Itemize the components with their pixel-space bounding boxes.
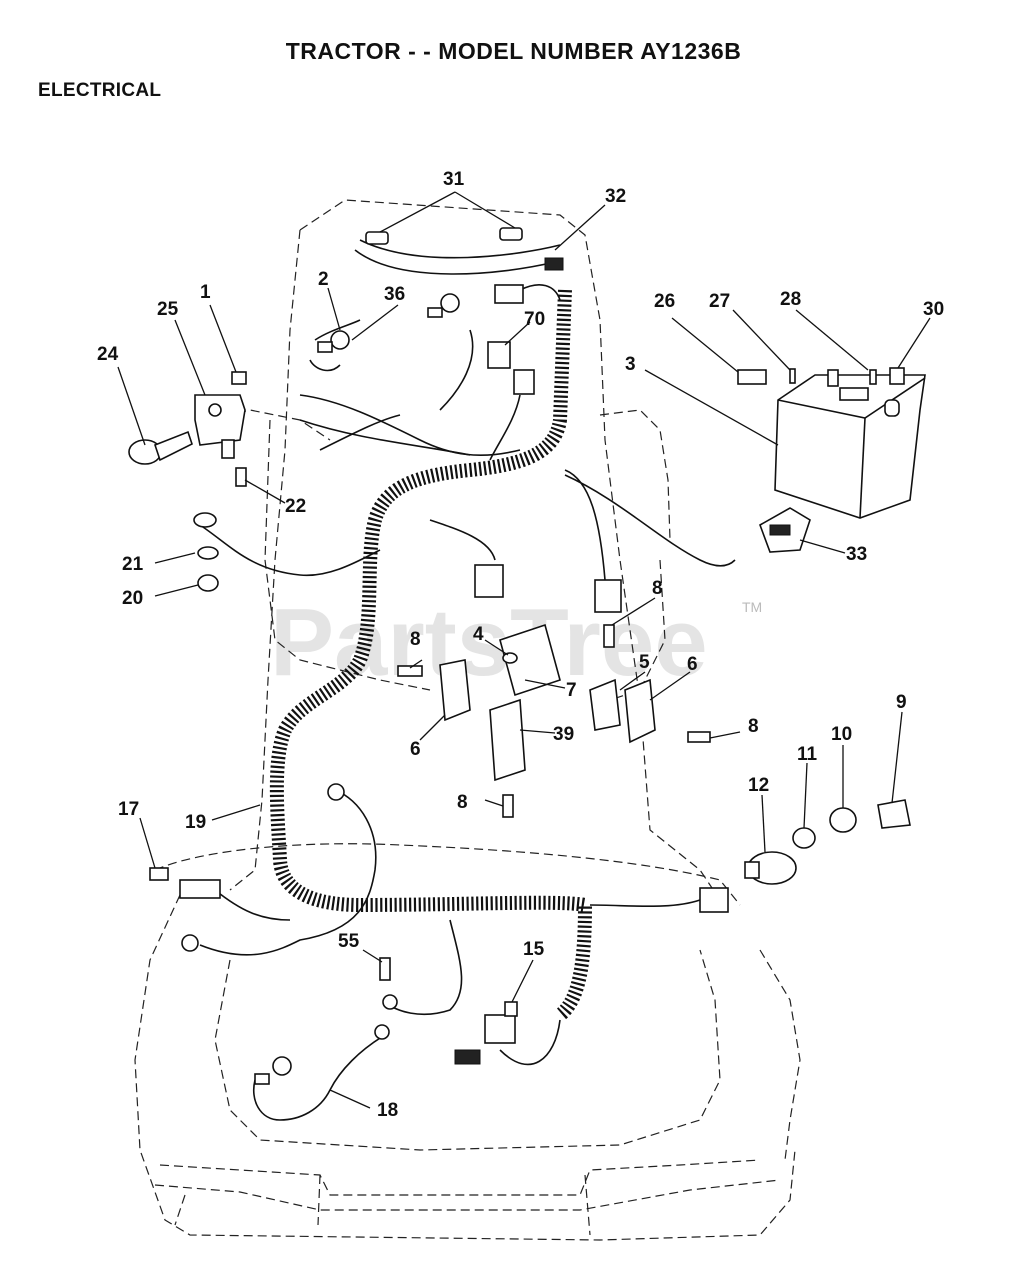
callout-10: 10 bbox=[831, 724, 852, 745]
callout-27: 27 bbox=[709, 291, 730, 312]
callout-8-c: 8 bbox=[748, 716, 759, 737]
tractor-outline bbox=[134, 199, 801, 1241]
callout-39: 39 bbox=[553, 724, 574, 745]
callout-22: 22 bbox=[285, 496, 306, 517]
callout-2: 2 bbox=[318, 269, 329, 290]
part-6-switch-right bbox=[624, 678, 656, 744]
part-17-fuse bbox=[149, 867, 169, 881]
part-15-seat-switch bbox=[454, 1001, 518, 1065]
part-18-terminal bbox=[254, 1073, 270, 1085]
part-31-connectors bbox=[365, 227, 523, 245]
part-1-nut bbox=[231, 371, 247, 385]
ground-ring-b bbox=[327, 783, 345, 801]
part-33-rocker-switch bbox=[759, 507, 811, 553]
ground-ring-c bbox=[374, 1024, 390, 1040]
callout-9: 9 bbox=[896, 692, 907, 713]
part-5-bracket bbox=[589, 678, 621, 731]
callout-36: 36 bbox=[384, 284, 405, 305]
callout-6-a: 6 bbox=[410, 739, 421, 760]
part-25-solenoid bbox=[194, 394, 246, 459]
callout-3: 3 bbox=[625, 354, 636, 375]
callout-8-a: 8 bbox=[410, 629, 421, 650]
callout-31: 31 bbox=[443, 169, 465, 190]
part-6-switch-left bbox=[439, 659, 471, 722]
part-24-terminal-boot bbox=[128, 430, 193, 465]
callout-17: 17 bbox=[118, 799, 139, 820]
callout-12: 12 bbox=[748, 775, 769, 796]
connector-mid-right bbox=[594, 579, 622, 613]
callout-8-b: 8 bbox=[652, 578, 663, 599]
callout-70: 70 bbox=[524, 309, 545, 330]
fuse-holder bbox=[179, 879, 221, 899]
part-22-screw bbox=[235, 467, 247, 487]
part-27-washer bbox=[789, 368, 796, 384]
callout-11: 11 bbox=[797, 744, 818, 765]
callout-19: 19 bbox=[185, 812, 206, 833]
callout-25: 25 bbox=[157, 299, 179, 320]
part-55-screw bbox=[379, 957, 391, 981]
part-32-plug bbox=[544, 257, 564, 271]
part-10-bezel bbox=[829, 807, 857, 833]
callout-55: 55 bbox=[338, 931, 360, 952]
section-title: ELECTRICAL bbox=[38, 80, 162, 101]
harness-wires bbox=[199, 239, 736, 1121]
part-11-nut bbox=[792, 827, 816, 849]
leader-lines bbox=[117, 191, 931, 1109]
connector-mid-left bbox=[474, 564, 504, 598]
callout-1: 1 bbox=[200, 282, 211, 303]
ground-ring-d bbox=[382, 994, 398, 1010]
part-ring-terminal-21 bbox=[193, 512, 219, 592]
connector-right bbox=[699, 887, 729, 913]
part-26-bolt bbox=[737, 369, 767, 385]
part-8-screw-c bbox=[687, 731, 711, 743]
callout-32: 32 bbox=[605, 186, 626, 207]
part-9-key bbox=[877, 799, 911, 829]
watermark-tm: TM bbox=[742, 599, 762, 615]
callout-15: 15 bbox=[523, 939, 545, 960]
ground-ring-a bbox=[181, 934, 199, 952]
page-title: TRACTOR - - MODEL NUMBER AY1236B bbox=[285, 38, 742, 64]
callout-26: 26 bbox=[654, 291, 675, 312]
callout-20: 20 bbox=[122, 588, 143, 609]
part-70-connector bbox=[487, 284, 535, 395]
callout-4: 4 bbox=[473, 624, 484, 645]
callout-21: 21 bbox=[122, 554, 144, 575]
callout-24: 24 bbox=[97, 344, 119, 365]
callout-30: 30 bbox=[923, 299, 944, 320]
callout-7: 7 bbox=[566, 680, 577, 701]
part-30-nut bbox=[889, 367, 905, 385]
callout-labels: 31 32 2 36 70 1 25 24 22 21 20 26 27 28 … bbox=[97, 169, 944, 1121]
part-8-screw-a bbox=[397, 665, 423, 677]
callout-5: 5 bbox=[639, 652, 650, 673]
coiled-harness bbox=[269, 289, 593, 1021]
part-3-battery bbox=[774, 374, 926, 519]
callout-6-b: 6 bbox=[687, 654, 698, 675]
part-18-ring bbox=[272, 1056, 292, 1076]
part-4-grommet bbox=[502, 652, 518, 664]
part-12-ignition-switch bbox=[744, 851, 797, 885]
callout-18: 18 bbox=[377, 1100, 398, 1121]
part-28-washer bbox=[869, 369, 877, 385]
callout-33: 33 bbox=[846, 544, 867, 565]
part-36-ring-terminal bbox=[427, 293, 460, 318]
callout-8-d: 8 bbox=[457, 792, 468, 813]
part-8-screw-b bbox=[603, 624, 615, 648]
callout-28: 28 bbox=[780, 289, 801, 310]
part-27-clamp bbox=[827, 369, 839, 387]
part-7-plate bbox=[499, 623, 561, 697]
part-39-bracket bbox=[489, 698, 526, 782]
part-2-ring-terminal bbox=[317, 330, 350, 353]
part-8-screw-d bbox=[502, 794, 514, 818]
